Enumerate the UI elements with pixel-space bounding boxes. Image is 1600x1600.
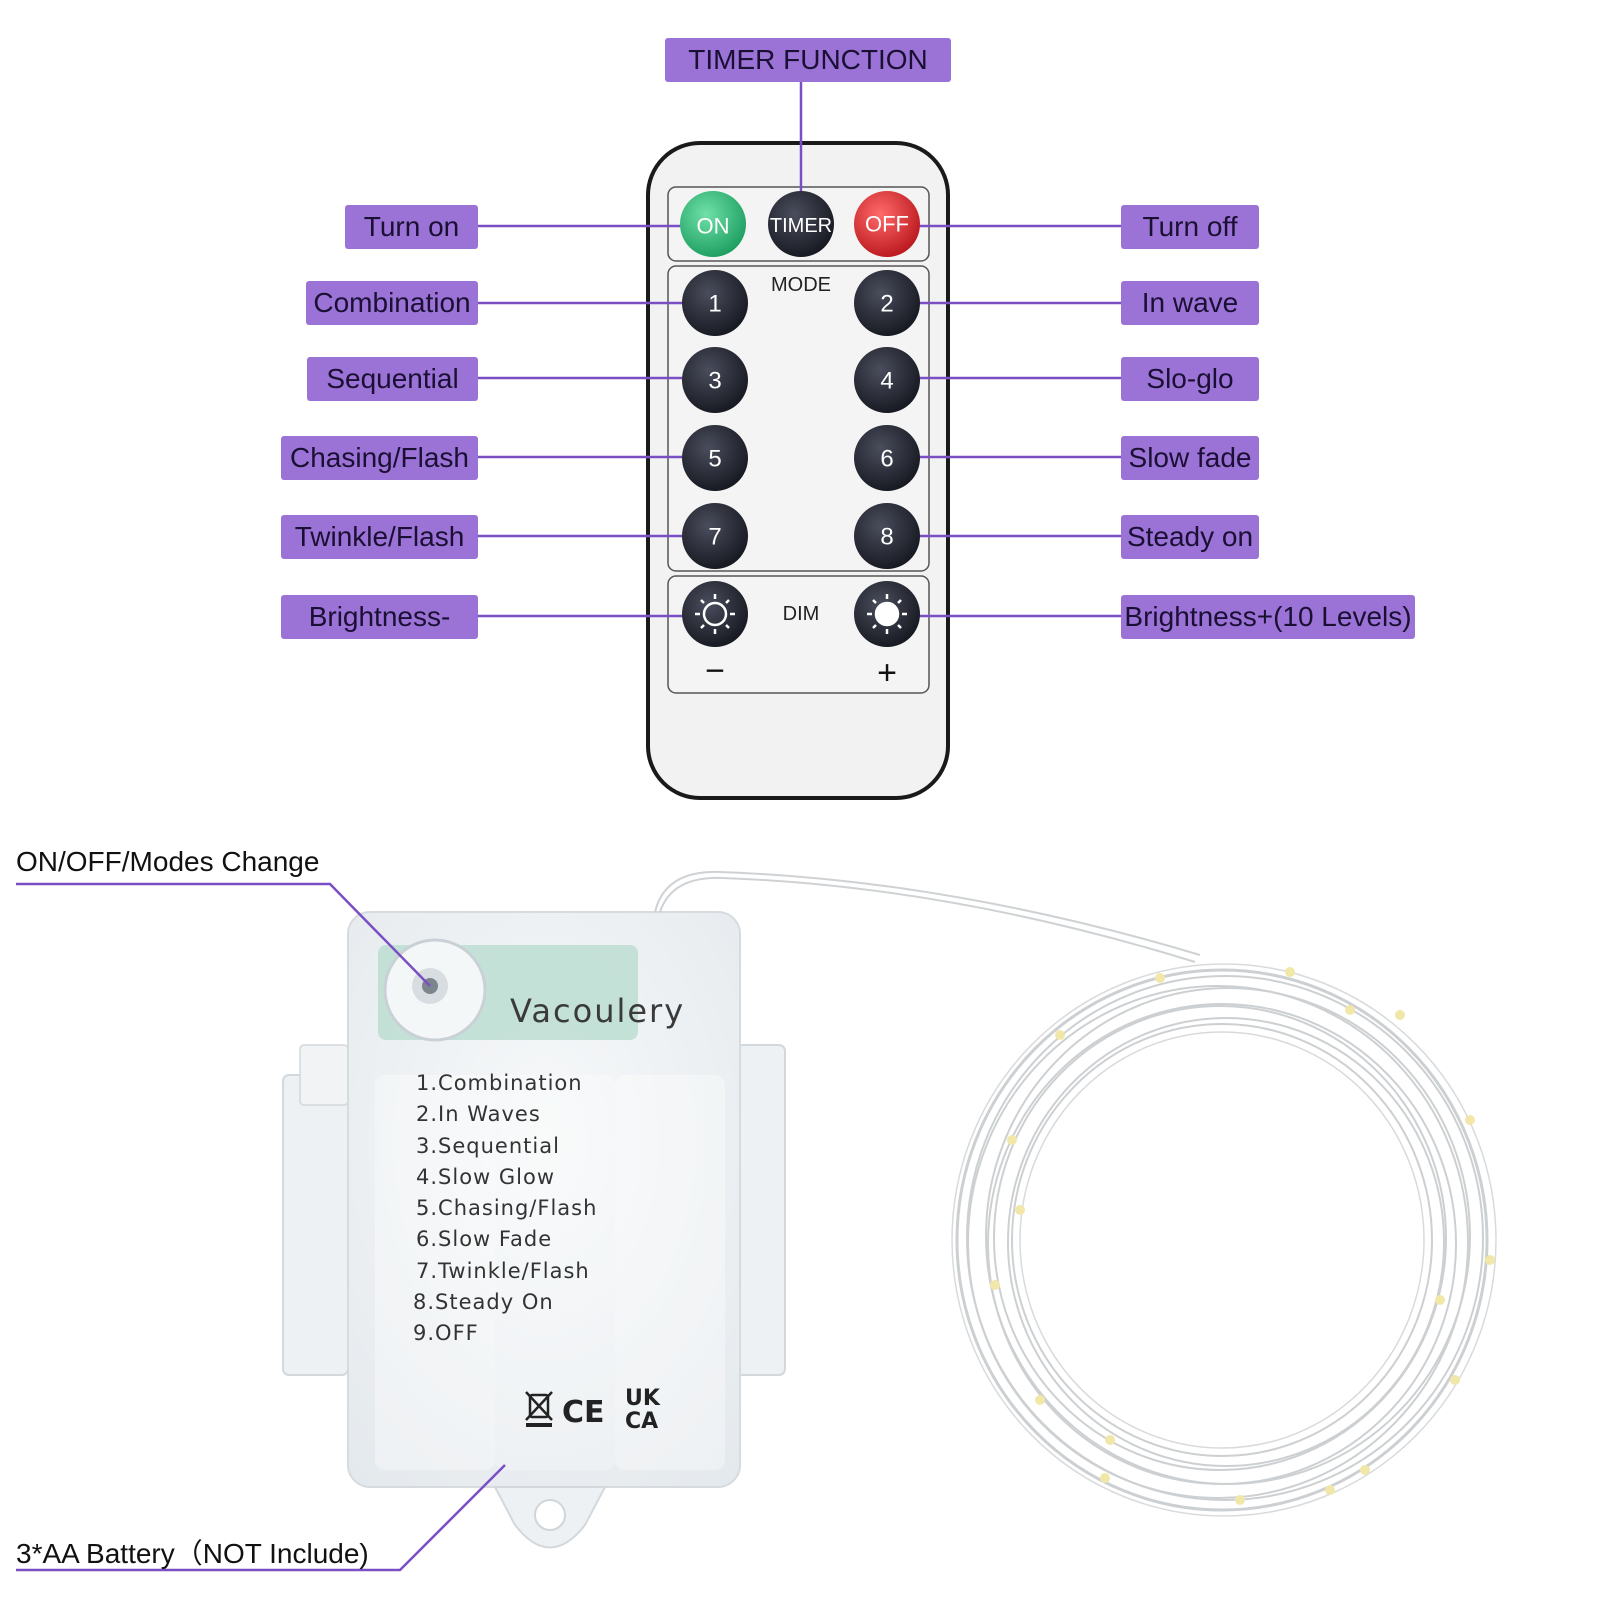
mode-button-number: 6 <box>880 446 893 473</box>
battery-callout: 3*AA Battery（NOT Include) <box>16 1538 369 1569</box>
weee-bin-icon <box>525 1391 553 1427</box>
plus-symbol: + <box>877 654 897 692</box>
mode-button-2[interactable]: 2 <box>854 270 920 336</box>
mode-button-6[interactable]: 6 <box>854 425 920 491</box>
mode-list-item: 3.Sequential <box>416 1134 560 1158</box>
slo-glo-tag: Slo-glo <box>1121 357 1259 401</box>
mode-button-4[interactable]: 4 <box>854 347 920 413</box>
mode-button-7[interactable]: 7 <box>682 503 748 569</box>
mode-button-number: 1 <box>708 291 721 318</box>
mode-list-item: 2.In Waves <box>416 1102 541 1126</box>
battery-callout-lines <box>16 882 506 1572</box>
led-string-wire <box>654 870 1201 963</box>
timer-function-tag: TIMER FUNCTION <box>665 38 951 82</box>
ukca-mark-top: UK <box>625 1386 661 1411</box>
timer-button[interactable]: TIMER <box>768 191 834 257</box>
off-button[interactable]: OFF <box>854 191 920 257</box>
mode-list-item: 6.Slow Fade <box>416 1227 552 1251</box>
mode-list-item: 4.Slow Glow <box>416 1165 555 1189</box>
mode-button-number: 3 <box>708 368 721 395</box>
dim-label: DIM <box>783 603 820 625</box>
minus-symbol: − <box>705 652 725 690</box>
on-button[interactable]: ON <box>680 191 746 257</box>
mode-button-number: 8 <box>880 524 893 551</box>
mode-list-item: 8.Steady On <box>413 1290 554 1314</box>
twinkle-flash-tag: Twinkle/Flash <box>281 515 478 559</box>
mode-button-1[interactable]: 1 <box>682 270 748 336</box>
mode-button-number: 4 <box>880 368 893 395</box>
combination-tag: Combination <box>306 281 478 325</box>
turn-on-tag: Turn on <box>345 205 478 249</box>
mode-button-8[interactable]: 8 <box>854 503 920 569</box>
coiled-led-string <box>951 963 1497 1517</box>
slow-fade-tag: Slow fade <box>1121 436 1259 480</box>
mode-list-item: 9.OFF <box>413 1321 479 1345</box>
mode-list-item: 1.Combination <box>416 1071 583 1095</box>
brightness-minus-tag: Brightness- <box>281 595 478 639</box>
mode-button-number: 5 <box>708 446 721 473</box>
mode-button-number: 7 <box>708 524 721 551</box>
callout-lines <box>478 80 1121 618</box>
turn-off-tag: Turn off <box>1121 205 1259 249</box>
ukca-mark-bottom: CA <box>625 1409 658 1434</box>
brand-logo: Vacoulery <box>510 992 685 1030</box>
brightness-up-button[interactable] <box>854 581 920 647</box>
svg-text:TIMER: TIMER <box>770 215 832 237</box>
ce-mark: CE <box>562 1395 605 1430</box>
chasing-flash-tag: Chasing/Flash <box>281 436 478 480</box>
led-bulbs <box>990 967 1495 1505</box>
brightness-plus-tag: Brightness+(10 Levels) <box>1121 595 1415 639</box>
mode-list-item: 7.Twinkle/Flash <box>416 1259 590 1283</box>
sun-outline-icon <box>695 594 735 634</box>
mode-button-3[interactable]: 3 <box>682 347 748 413</box>
mode-list-item: 5.Chasing/Flash <box>416 1196 597 1220</box>
in-wave-tag: In wave <box>1121 281 1259 325</box>
battery-box: Vacoulery 1.Combination 2.In Waves 3.Seq… <box>282 911 786 1549</box>
mode-button-number: 2 <box>880 291 893 318</box>
brightness-down-button[interactable] <box>682 581 748 647</box>
svg-text:OFF: OFF <box>865 212 909 237</box>
mode-label: MODE <box>771 274 831 296</box>
svg-text:ON: ON <box>697 214 730 239</box>
sun-filled-icon <box>867 594 907 634</box>
sequential-tag: Sequential <box>307 357 478 401</box>
mode-button-5[interactable]: 5 <box>682 425 748 491</box>
switch-callout: ON/OFF/Modes Change <box>16 846 320 877</box>
steady-on-tag: Steady on <box>1121 515 1259 559</box>
